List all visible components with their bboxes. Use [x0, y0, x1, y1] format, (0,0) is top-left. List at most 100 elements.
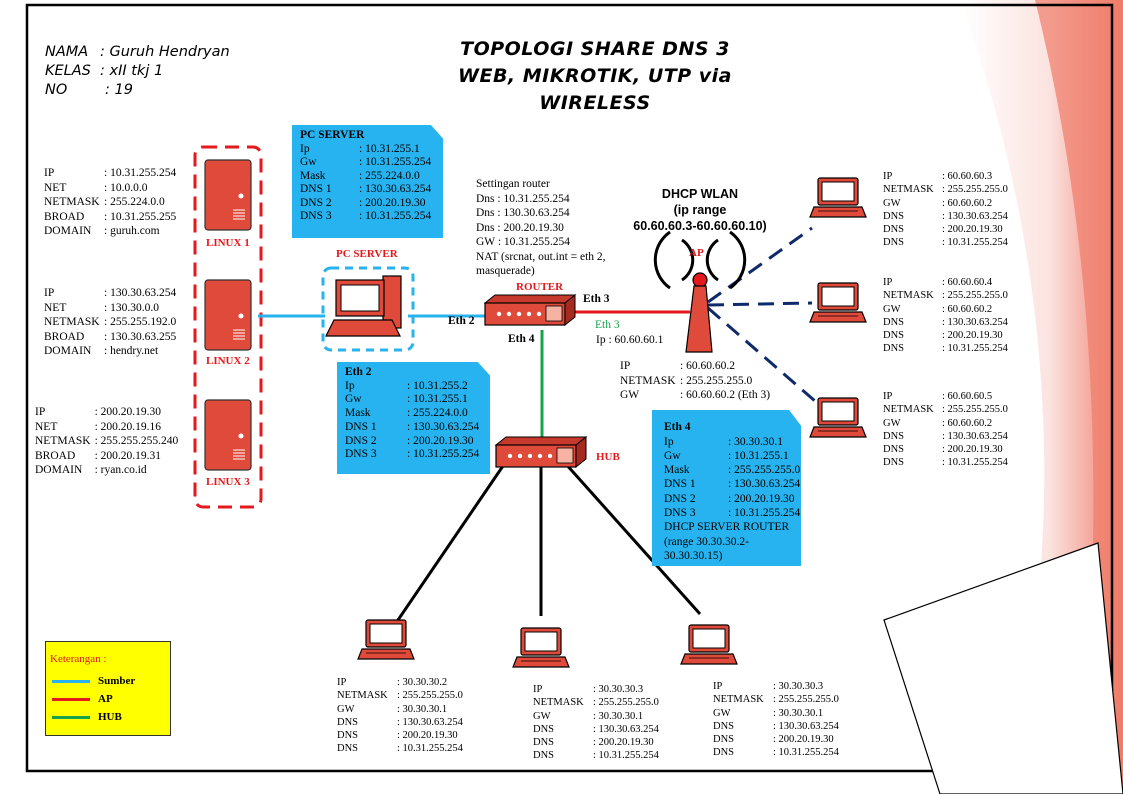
- eth2-config-value: : 10.31.255.1: [407, 393, 468, 406]
- linux3-info-row: BROAD: 200.20.19.31: [35, 449, 178, 464]
- linux2-info-row: BROAD: 130.30.63.255: [44, 330, 176, 345]
- kelas-value: : xII tkj 1: [100, 63, 164, 79]
- wireless-client-2-key: DNS: [883, 330, 905, 342]
- wireless-client-3-row: GW: 60.60.60.2: [883, 417, 1008, 430]
- linux3-info-value: : 200.20.19.30: [94, 406, 162, 418]
- hub-client-3-value: : 30.30.30.1: [773, 707, 824, 719]
- hub-client-1-key: NETMASK: [337, 690, 388, 702]
- ap-info-value: : 255.255.255.0: [680, 374, 753, 387]
- wireless-client-3-row: IP : 60.60.60.5: [883, 390, 1008, 403]
- hub-client-1-row: DNS: 10.31.255.254: [337, 742, 463, 755]
- linux1-info-value: : 10.31.255.255: [104, 210, 177, 223]
- page-frame: [25, 3, 1114, 773]
- hub-client-3-key: NETMASK: [713, 694, 764, 706]
- title-line-3: WIRELESS: [539, 92, 651, 114]
- wireless-client-2-key: NETMASK: [883, 290, 934, 302]
- eth2-config-key: Ip: [345, 379, 355, 392]
- eth2-config-value: : 10.31.255.2: [407, 379, 468, 392]
- hub-client-1-value: : 10.31.255.254: [397, 743, 463, 755]
- nama-label: NAMA: [45, 44, 89, 60]
- wireless-client-1-row: GW : 60.60.60.2: [883, 197, 1008, 210]
- hub-client-1-row: IP: 30.30.30.2: [337, 676, 463, 689]
- eth4-config-row: Ip: 30.30.30.1: [664, 435, 800, 449]
- eth4-dhcp-line: (range 30.30.30.2-: [664, 535, 749, 548]
- eth4-config-key: DNS 2: [664, 492, 696, 505]
- linux2-info-key: IP: [44, 287, 55, 299]
- hub-client-2-key: IP: [533, 684, 543, 695]
- wireless-laptop-1-icon: [809, 177, 867, 218]
- wireless-client-3-value: : 60.60.60.5: [942, 391, 993, 402]
- hub-client-2-key: NETMASK: [533, 697, 584, 709]
- wireless-client-3-value: : 130.30.63.254: [942, 430, 1008, 442]
- linux3-info-row: NETMASK: 255.255.255.240: [35, 434, 178, 449]
- wireless-link-3: [707, 306, 824, 410]
- legend-swatch: [52, 715, 90, 719]
- router-settings: Settingan router Dns : 10.31.255.254 Dns…: [476, 177, 606, 279]
- wireless-client-2-row: DNS: 10.31.255.254: [883, 342, 1008, 355]
- eth4-config-value: : 10.31.255.1: [728, 449, 789, 462]
- linux3-label: LINUX 3: [206, 476, 250, 488]
- pc-server-config-value: : 10.31.255.254: [359, 210, 432, 222]
- eth3-ip: Ip : 60.60.60.1: [596, 334, 664, 346]
- hub-client-1-row: GW: 30.30.30.1: [337, 703, 463, 716]
- pc-server-config-key: DNS 2: [300, 196, 332, 209]
- hub-client-3-value: : 10.31.255.254: [773, 747, 839, 759]
- router-label: ROUTER: [516, 281, 564, 293]
- wireless-client-1-key: GW: [883, 197, 901, 209]
- wireless-client-1-row: DNS: 200.20.19.30: [883, 223, 1008, 236]
- wireless-client-3-key: IP: [883, 391, 893, 402]
- eth2-config-key: Mask: [345, 407, 371, 420]
- hub-client-2-key: DNS: [533, 737, 555, 749]
- eth2-config-row: Mask: 255.224.0.0: [345, 407, 479, 421]
- eth2-config-row: DNS 2: 200.20.19.30: [345, 435, 479, 449]
- wireless-client-2-row: DNS: 130.30.63.254: [883, 316, 1008, 329]
- eth2-config-key: DNS 3: [345, 448, 377, 461]
- hub-laptop-1-icon: [357, 619, 415, 660]
- wireless-client-1-value: : 60.60.60.2: [942, 197, 993, 209]
- eth2-config-value: : 10.31.255.254: [407, 448, 480, 461]
- eth4-box-title: Eth 4: [664, 421, 691, 433]
- pc-server-icon: [325, 275, 402, 337]
- hub-client-2-row: NETMASK : 255.255.255.0: [533, 696, 659, 709]
- hub-client-2-value: : 130.30.63.254: [593, 723, 659, 735]
- hub-client-2-value: : 255.255.255.0: [593, 697, 659, 709]
- linux2-info-row: IP: 130.30.63.254: [44, 286, 176, 301]
- linux2-info-row: DOMAIN: hendry.net: [44, 344, 176, 359]
- hub-client-1-key: DNS: [337, 730, 359, 742]
- server-group-frame: [193, 145, 263, 509]
- hub-client-2-key: DNS: [533, 750, 555, 762]
- linux2-server-icon: [204, 279, 252, 351]
- linux3-info-key: BROAD: [35, 449, 76, 462]
- legend-title: Keterangan :: [50, 653, 107, 665]
- ap-info-value: : 60.60.60.2 (Eth 3): [680, 389, 771, 401]
- legend-item: HUB: [52, 711, 122, 723]
- pc-server-config-key: DNS 3: [300, 210, 332, 222]
- hub-client-2-row: DNS: 130.30.63.254: [533, 723, 659, 736]
- linux2-info-value: : 130.30.0.0: [104, 301, 159, 314]
- linux2-label: LINUX 2: [206, 355, 250, 367]
- eth4-dhcp-line: 30.30.30.15): [664, 550, 723, 563]
- title-line-2: WEB, MIKROTIK, UTP via: [458, 65, 732, 87]
- legend-item: AP: [52, 693, 113, 705]
- wireless-client-1-value: : 130.30.63.254: [942, 210, 1008, 222]
- pc-server-config-row: Ip: 10.31.255.1: [300, 143, 431, 157]
- eth2-config-row: DNS 1: 130.30.63.254: [345, 421, 479, 435]
- wireless-client-3-value: : 255.255.255.0: [942, 404, 1008, 416]
- linux1-info-value: : 10.31.255.254: [104, 167, 177, 179]
- wireless-client-3-key: GW: [883, 417, 901, 429]
- wireless-client-1-value: : 60.60.60.3: [942, 171, 993, 182]
- hub-client-2-row: GW: 30.30.30.1: [533, 710, 659, 723]
- linux2-info-value: : 130.30.63.255: [104, 330, 177, 343]
- hub-client-1-key: GW: [337, 703, 355, 715]
- wireless-client-2-key: DNS: [883, 316, 905, 328]
- ap-info-key: IP: [620, 360, 631, 372]
- linux2-info-value: : hendry.net: [104, 345, 159, 357]
- wireless-client-1-key: IP: [883, 171, 893, 182]
